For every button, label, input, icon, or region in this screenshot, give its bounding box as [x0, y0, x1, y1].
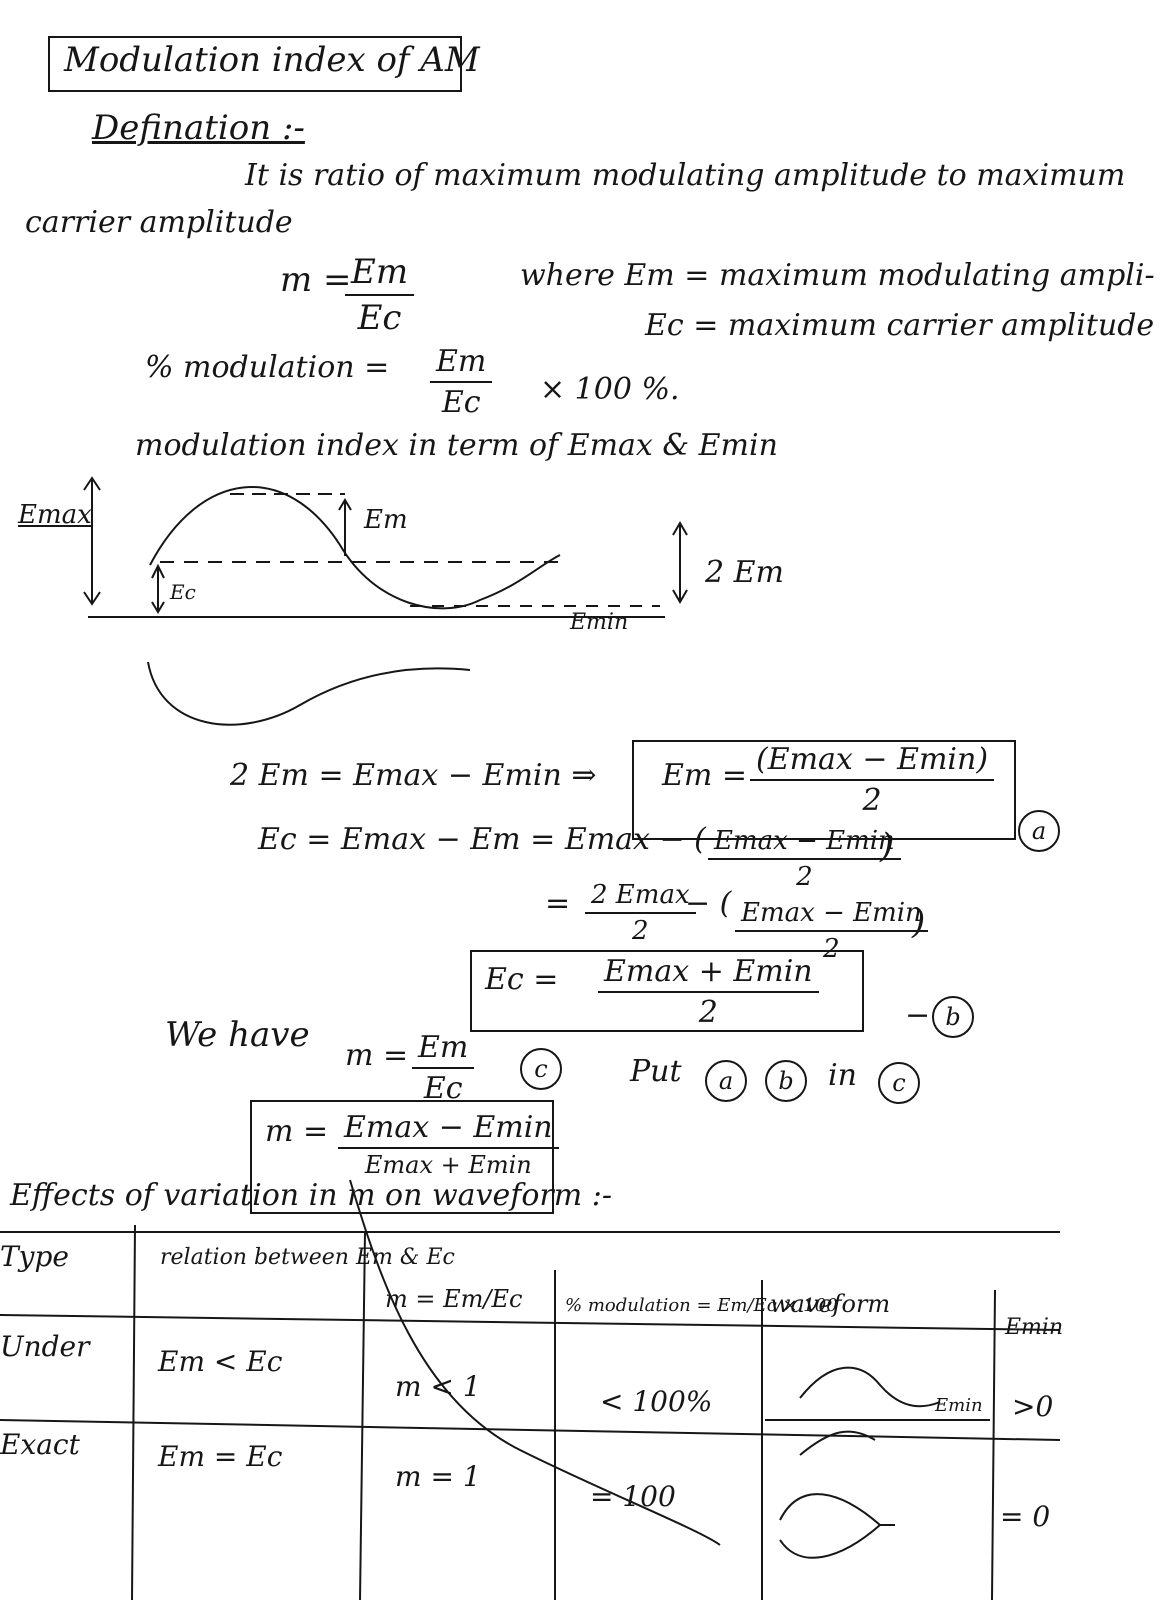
line-3-fraction-1: 2 Emax 2 — [585, 880, 696, 946]
we-have-text: We have — [165, 1015, 310, 1055]
table-row-exact-type: Exact — [0, 1428, 80, 1461]
table-header-type: Type — [0, 1240, 69, 1273]
box-b — [470, 950, 864, 1032]
line-2-fraction: Emax − Emin 2 — [708, 826, 901, 892]
table-row-exact-emin: = 0 — [1000, 1500, 1051, 1533]
line-3-fraction-2: Emax − Emin 2 — [735, 898, 928, 964]
table-row-under-waveform-label: Emin — [935, 1395, 983, 1416]
line-3-numerator-2: Emax − Emin — [735, 898, 928, 932]
percent-modulation-lhs: % modulation = — [145, 350, 390, 385]
line-3-close-paren: ) — [912, 902, 926, 942]
emax-label: Emax — [18, 500, 92, 530]
derivation-line-3-eq: = — [545, 886, 571, 921]
line-2-numerator: Emax − Emin — [708, 826, 901, 860]
line-2-close-paren: ) — [880, 826, 894, 866]
we-have-lhs: m = — [345, 1038, 409, 1073]
where-line-1: where Em = maximum modulating ampli- — [520, 258, 1155, 293]
box-a-fraction: (Emax − Emin) 2 — [750, 742, 995, 818]
box-a-denominator: 2 — [862, 783, 882, 818]
table-row-under-percent: < 100% — [600, 1385, 713, 1418]
final-box — [250, 1100, 554, 1214]
definition-heading: Defination :- — [92, 108, 305, 148]
put-tag-c: c — [878, 1062, 920, 1104]
table-row-exact-percent: = 100 — [590, 1480, 676, 1513]
box-a-lhs: Em = — [662, 758, 748, 793]
box-a — [632, 740, 1016, 840]
definition-line-1: It is ratio of maximum modulating amplit… — [245, 158, 1126, 193]
emin-label: Emin — [570, 610, 629, 635]
subheading-emax-emin: modulation index in term of Emax & Emin — [135, 428, 778, 463]
tag-a: a — [1018, 810, 1060, 852]
line-2-denominator: 2 — [796, 862, 813, 892]
effects-heading: Effects of variation in m on waveform :- — [10, 1178, 612, 1213]
line-3-numerator-1: 2 Emax — [585, 880, 696, 914]
percent-modulation-numerator: Em — [430, 344, 493, 383]
table-header-percent: % modulation = Em/Ec × 100 — [565, 1295, 838, 1316]
table-header-relation: relation between Em & Ec — [160, 1245, 455, 1270]
tag-c: c — [520, 1048, 562, 1090]
definition-line-2: carrier amplitude — [25, 205, 293, 240]
percent-modulation-rhs: × 100 %. — [540, 372, 680, 407]
table-header-waveform: waveform — [770, 1290, 891, 1318]
percent-modulation-fraction: Em Ec — [430, 344, 493, 420]
final-numerator: Emax − Emin — [338, 1110, 559, 1149]
formula-m-lhs: m = — [280, 260, 352, 300]
table-header-m: m = Em/Ec — [385, 1285, 523, 1313]
derivation-line-2: Ec = Emax − Em = Emax − ( — [258, 822, 706, 857]
table-row-exact-relation: Em = Ec — [158, 1440, 283, 1473]
table-header-emin: Emin — [1005, 1315, 1064, 1340]
box-b-fraction: Emax + Emin 2 — [598, 954, 819, 1030]
formula-m-denominator: Ec — [357, 298, 402, 338]
where-line-2: Ec = maximum carrier amplitude — [645, 308, 1155, 343]
put-text: Put — [630, 1054, 682, 1089]
line-3-denominator-1: 2 — [632, 916, 649, 946]
em-label: Em — [364, 505, 408, 535]
final-denominator: Emax + Emin — [364, 1151, 532, 1179]
final-fraction: Emax − Emin Emax + Emin — [338, 1110, 559, 1179]
box-b-denominator: 2 — [698, 995, 718, 1030]
formula-m-numerator: Em — [345, 252, 415, 296]
line-3-minus: − ( — [685, 886, 732, 921]
line-3-denominator-2: 2 — [823, 934, 840, 964]
in-text: in — [828, 1058, 857, 1093]
put-tag-a: a — [705, 1060, 747, 1102]
table-row-under-relation: Em < Ec — [158, 1345, 283, 1378]
formula-m-fraction: Em Ec — [345, 252, 415, 338]
ec-label: Ec — [170, 580, 196, 604]
two-em-label: 2 Em — [705, 555, 784, 590]
derivation-line-1: 2 Em = Emax − Emin ⇒ — [230, 758, 597, 793]
table-row-under-m: m < 1 — [395, 1370, 481, 1403]
percent-modulation-denominator: Ec — [441, 385, 481, 420]
we-have-numerator: Em — [412, 1030, 475, 1069]
box-a-numerator: (Emax − Emin) — [750, 742, 995, 781]
tag-b: b — [932, 996, 974, 1038]
title-box — [48, 36, 462, 92]
tag-b-dash: − — [905, 998, 931, 1033]
table-row-under-type: Under — [0, 1330, 90, 1363]
table-row-under-emin: >0 — [1012, 1390, 1054, 1423]
table-row-exact-m: m = 1 — [395, 1460, 481, 1493]
put-tag-b: b — [765, 1060, 807, 1102]
box-b-numerator: Emax + Emin — [598, 954, 819, 993]
final-lhs: m = — [265, 1114, 329, 1149]
box-b-lhs: Ec = — [485, 962, 559, 997]
page-title: Modulation index of AM — [64, 40, 480, 80]
